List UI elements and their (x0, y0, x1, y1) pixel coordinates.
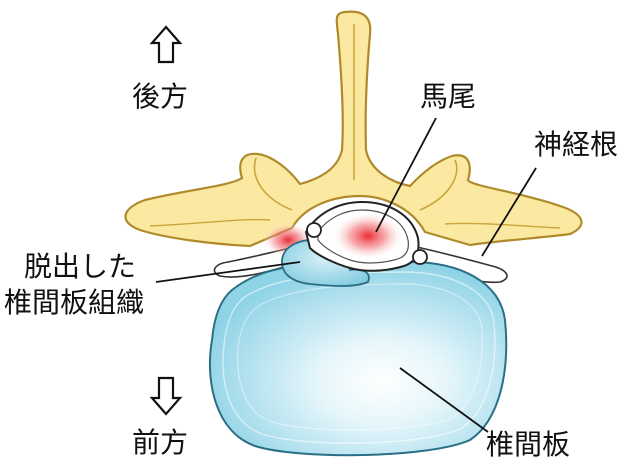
label-nerve-root: 神経根 (534, 128, 618, 161)
nerve-root-sleeve-left (307, 223, 321, 237)
label-posterior: 後方 (132, 80, 188, 113)
up-arrow-icon (152, 27, 180, 62)
down-arrow-icon (152, 378, 180, 414)
nerve-root-sleeve-right (413, 250, 427, 264)
label-herniated-line2: 椎間板組織 (4, 286, 144, 319)
label-cauda-equina: 馬尾 (420, 80, 476, 113)
label-disc: 椎間板 (486, 428, 570, 461)
label-herniated-line1: 脱出した (24, 250, 136, 283)
label-anterior: 前方 (132, 426, 188, 459)
intervertebral-disc (210, 262, 506, 455)
cauda-equina-inflammation (332, 212, 404, 260)
